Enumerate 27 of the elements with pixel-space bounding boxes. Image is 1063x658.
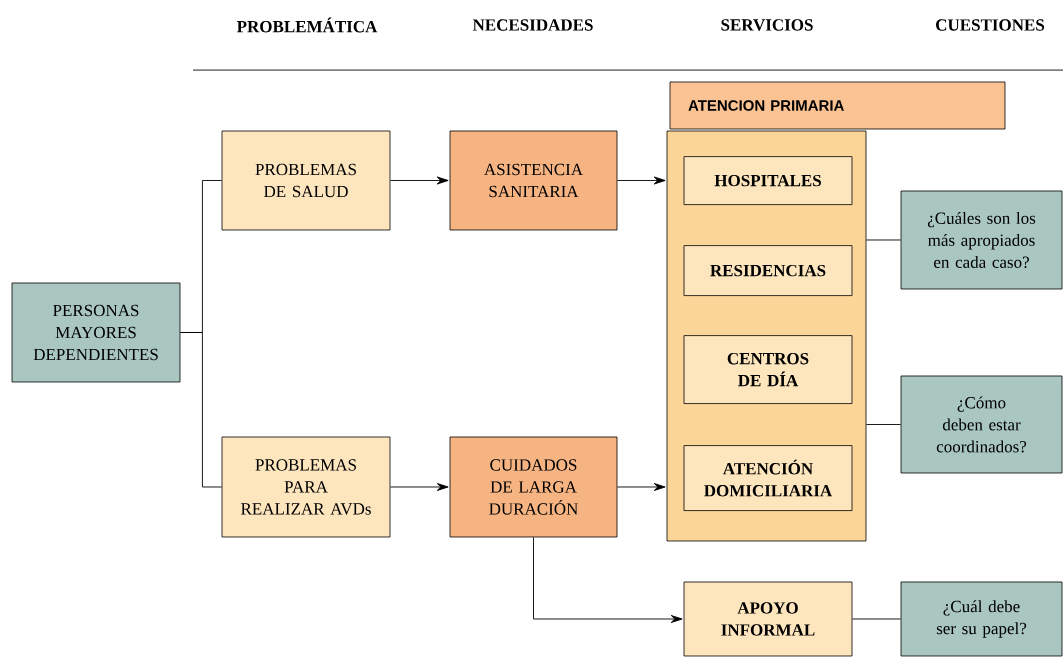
arrow — [616, 483, 666, 491]
question-box: ¿Cómo deben estar coordinados? — [900, 375, 1063, 474]
column-heading: PROBLEMÁTICA — [236, 17, 378, 33]
arrow — [389, 176, 449, 185]
arrow — [616, 176, 666, 185]
question-box: ¿Cuál debe ser su papel? — [900, 581, 1063, 657]
connector-line — [865, 239, 902, 241]
person-group-box: PERSONAS MAYORES DEPENDIENTES — [11, 282, 181, 383]
connector-line — [865, 424, 902, 425]
service-box: RESIDENCIAS — [683, 245, 853, 296]
service-box: ATENCIÓN DOMICILIARIA — [683, 445, 853, 511]
service-box: CENTROS DE DÍA — [683, 335, 853, 404]
column-heading: NECESIDADES — [472, 19, 593, 31]
problem-box: PROBLEMAS PARA REALIZAR AVDs — [221, 436, 391, 538]
connector-line — [179, 332, 223, 488]
arrow — [389, 483, 449, 491]
column-heading: CUESTIONES — [936, 19, 1045, 31]
arrow — [533, 536, 683, 623]
question-box: ¿Cuáles son los más apropiados en cada caso? — [900, 190, 1063, 290]
need-box: ASISTENCIA SANITARIA — [449, 130, 618, 231]
column-heading: SERVICIOS — [721, 19, 813, 31]
problem-box: PROBLEMAS DE SALUD — [221, 130, 391, 231]
section-header-box: ATENCION PRIMARIA — [669, 81, 1006, 130]
service-box: APOYO INFORMAL — [683, 581, 853, 657]
connector-line — [851, 618, 902, 620]
service-box: HOSPITALES — [683, 156, 853, 205]
need-box: CUIDADOS DE LARGA DURACIÓN — [449, 436, 618, 538]
